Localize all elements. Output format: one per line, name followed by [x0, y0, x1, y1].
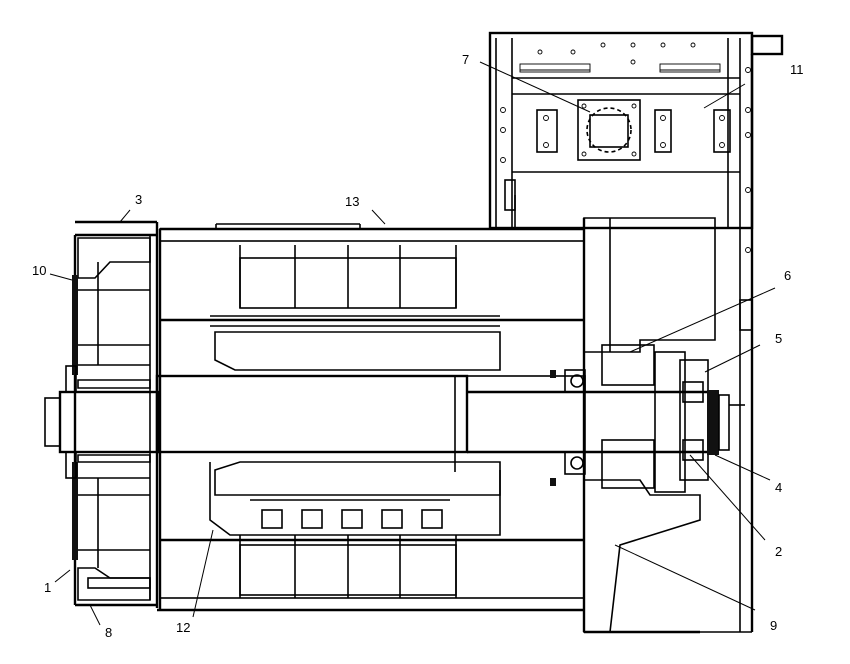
- support-frame: [700, 54, 754, 633]
- callout-5: 5: [775, 331, 782, 346]
- callout-2: 2: [775, 544, 782, 559]
- generator-frame: [155, 223, 586, 612]
- callout-7: 7: [462, 52, 469, 67]
- callout-12: 12: [176, 620, 190, 635]
- fan-housing: [44, 220, 160, 608]
- callout-labels: 1 2 3 4 5 6 7 8 9 10 11 12 13: [32, 52, 804, 640]
- end-bracket: [467, 217, 745, 634]
- bearing-assembly: [564, 344, 709, 493]
- callout-8: 8: [105, 625, 112, 640]
- callout-1: 1: [44, 580, 51, 595]
- rectifier-blocks: [250, 499, 450, 529]
- callout-13: 13: [345, 194, 359, 209]
- callout-6: 6: [784, 268, 791, 283]
- callout-4: 4: [775, 480, 782, 495]
- callout-11: 11: [790, 62, 804, 77]
- callout-9: 9: [770, 618, 777, 633]
- terminal-box: [488, 31, 784, 230]
- callout-3: 3: [135, 192, 142, 207]
- leader-lines: [49, 61, 776, 626]
- callout-10: 10: [32, 263, 46, 278]
- exciter-assembly: [682, 381, 745, 461]
